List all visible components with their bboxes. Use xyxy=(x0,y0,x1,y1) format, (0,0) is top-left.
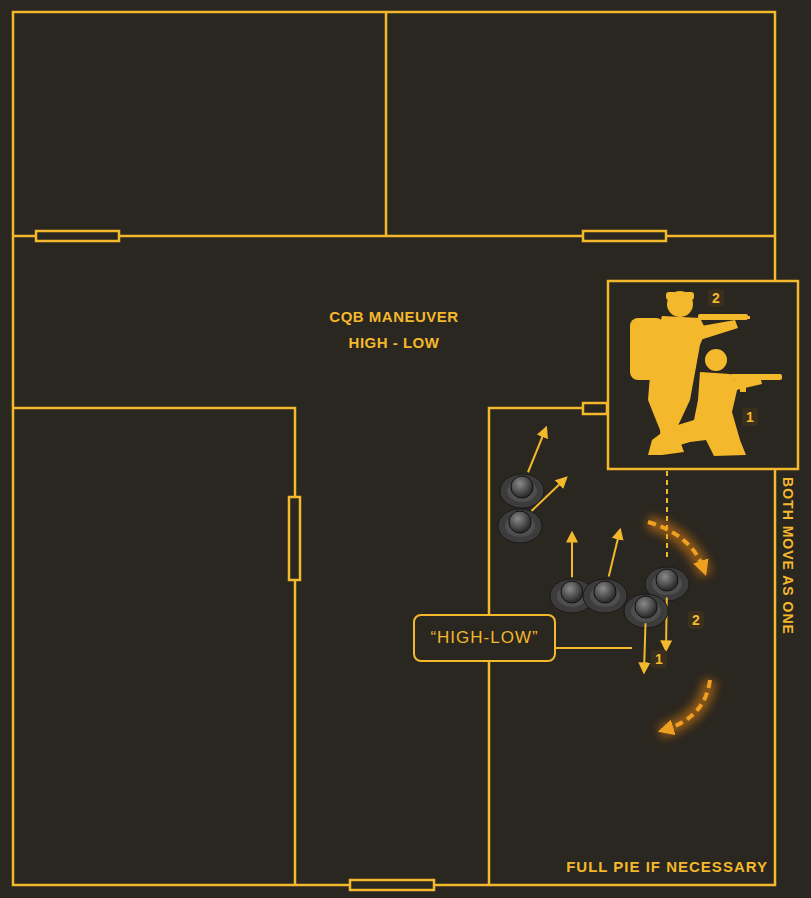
soldier-figure xyxy=(624,594,668,672)
doors xyxy=(289,497,300,580)
doors xyxy=(583,231,666,241)
callout-number: 2 xyxy=(688,611,704,629)
soldier-figure xyxy=(635,596,657,618)
walls xyxy=(13,12,775,885)
inset-panel-box: 21 xyxy=(608,281,798,469)
diagram-title: CQB MANEUVER HIGH - LOW xyxy=(319,304,469,356)
callout-text: “HIGH-LOW” xyxy=(430,628,538,648)
movement-arrows xyxy=(660,680,710,732)
dashed-link xyxy=(666,471,668,560)
soldier-silhouette xyxy=(630,291,782,456)
soldier-figure xyxy=(594,581,616,603)
inset-panel xyxy=(608,281,798,469)
doors xyxy=(350,880,434,890)
soldier-silhouette xyxy=(705,349,727,371)
callout-number: 2 xyxy=(708,289,724,307)
soldier-silhouette xyxy=(666,292,694,300)
soldier-figure xyxy=(500,428,546,508)
leader-line xyxy=(556,647,632,649)
doors xyxy=(36,231,666,890)
soldier-figure xyxy=(509,511,531,533)
soldier-figure xyxy=(561,581,583,603)
soldier-figure xyxy=(532,478,567,511)
callout-number: 1 xyxy=(742,408,758,426)
callout-number: 1 xyxy=(651,650,667,668)
soldier-figure xyxy=(571,533,573,577)
doors xyxy=(583,403,607,414)
soldier-figure xyxy=(583,530,627,613)
walls xyxy=(13,12,775,885)
soldier-figure xyxy=(656,569,678,591)
soldier-silhouette xyxy=(740,380,746,392)
movement-arrows xyxy=(648,522,704,570)
soldier-silhouette xyxy=(667,291,693,317)
soldier-figure xyxy=(609,530,620,577)
soldier-figure xyxy=(644,623,646,672)
soldier-figure xyxy=(498,478,566,543)
corner-note: FULL PIE IF NECESSARY xyxy=(566,858,768,875)
soldier-figure xyxy=(528,428,546,472)
walls xyxy=(13,408,295,885)
soldier-figure xyxy=(624,594,668,628)
movement-arrows xyxy=(648,522,710,732)
doors xyxy=(36,231,119,241)
soldier-figure xyxy=(511,476,533,498)
side-note: BOTH MOVE AS ONE xyxy=(780,477,796,635)
soldier-silhouette xyxy=(742,316,750,319)
soldier-silhouette xyxy=(698,314,748,320)
soldier-silhouette xyxy=(730,374,782,380)
soldier-figure xyxy=(498,509,542,543)
soldier-figure xyxy=(500,474,544,508)
movement-arrows xyxy=(648,522,706,575)
soldier-figure xyxy=(583,579,627,613)
inset-panel xyxy=(608,281,798,469)
soldier-silhouette xyxy=(690,320,738,340)
walls xyxy=(385,12,388,236)
callout-box: “HIGH-LOW” xyxy=(413,614,556,662)
movement-arrows xyxy=(664,680,710,730)
